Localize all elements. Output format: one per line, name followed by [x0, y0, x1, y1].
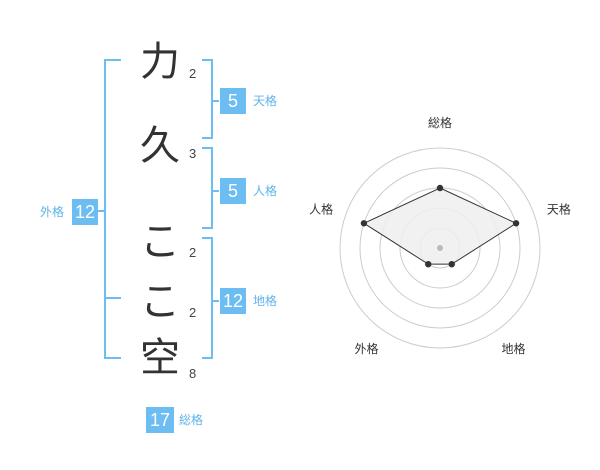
name-char-4: こ: [140, 279, 180, 325]
radar-ring-4: [359, 167, 521, 329]
radar-point-3: [448, 260, 455, 268]
gaikaku-value: 12: [72, 199, 98, 225]
tenkaku-value: 5: [220, 88, 246, 114]
stroke-count-3: 2: [189, 245, 197, 260]
chikaku-value: 12: [220, 288, 246, 314]
gaikaku-label: 外格: [40, 205, 65, 219]
radar-ring-5: [339, 147, 541, 349]
name-char-1: 力: [140, 39, 180, 85]
stroke-count-4: 2: [189, 305, 197, 320]
jinkaku-bracket: [202, 147, 213, 229]
radar-center-dot: [437, 245, 443, 251]
soukaku-value: 17: [146, 407, 174, 433]
radar-point-5: [360, 220, 368, 227]
radar-axis-label-5: 人格: [309, 201, 333, 216]
name-char-2: 久: [140, 123, 180, 169]
radar-polygon: [362, 187, 518, 265]
jinkaku-label: 人格: [253, 184, 278, 198]
stroke-count-5: 8: [189, 366, 197, 381]
stroke-count-1: 2: [189, 66, 197, 81]
chikaku-label: 地格: [253, 294, 278, 308]
soukaku-label: 総格: [179, 413, 204, 427]
name-char-5: 空: [140, 335, 180, 381]
radar-point-2: [512, 220, 520, 227]
tenkaku-label: 天格: [253, 94, 278, 108]
gaikaku-bracket: [104, 59, 121, 359]
stroke-count-2: 3: [189, 146, 197, 161]
name-char-3: こ: [140, 219, 180, 265]
radar-axis-label-3: 地格: [501, 341, 525, 356]
jinkaku-value: 5: [220, 178, 246, 204]
radar-axis-label-2: 天格: [547, 201, 571, 216]
tenkaku-bracket: [202, 59, 213, 139]
radar-axis-label-4: 外格: [355, 341, 379, 356]
radar-point-1: [436, 184, 444, 192]
radar-axis-label-1: 総格: [428, 115, 452, 130]
chikaku-bracket: [202, 237, 213, 359]
radar-point-4: [425, 260, 432, 268]
